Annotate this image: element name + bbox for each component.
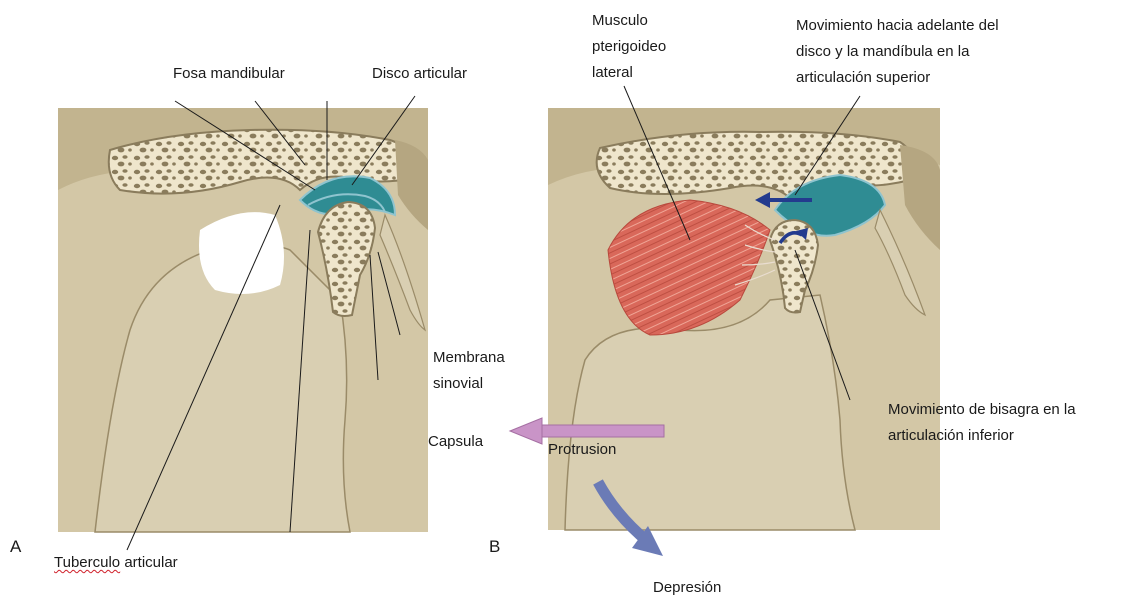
tuberculo-word: Tuberculo <box>54 554 120 571</box>
label-membrana-line1: Membrana <box>433 348 505 367</box>
panel-letter-b: B <box>489 537 500 557</box>
label-depresion: Depresión <box>653 578 721 597</box>
label-mov-inferior-line2: articulación inferior <box>888 426 1014 445</box>
panel-a-figure <box>58 108 428 532</box>
label-musculo-line3: lateral <box>592 63 633 82</box>
panel-b-figure <box>548 108 940 530</box>
label-protrusion: Protrusion <box>548 440 616 459</box>
label-tuberculo-articular: Tuberculo articular <box>54 553 178 572</box>
label-musculo-line2: pterigoideo <box>592 37 666 56</box>
label-musculo-line1: Musculo <box>592 11 648 30</box>
label-membrana-line2: sinovial <box>433 374 483 393</box>
label-mov-inferior-line1: Movimiento de bisagra en la <box>888 400 1076 419</box>
tuberculo-rest: articular <box>120 554 178 571</box>
label-fosa-mandibular: Fosa mandibular <box>173 64 285 83</box>
label-mov-superior-line2: disco y la mandíbula en la <box>796 42 969 61</box>
panel-letter-a: A <box>10 537 21 557</box>
label-mov-superior-line3: articulación superior <box>796 68 930 87</box>
label-mov-superior-line1: Movimiento hacia adelante del <box>796 16 999 35</box>
label-capsula: Capsula <box>428 432 483 451</box>
label-disco-articular: Disco articular <box>372 64 467 83</box>
